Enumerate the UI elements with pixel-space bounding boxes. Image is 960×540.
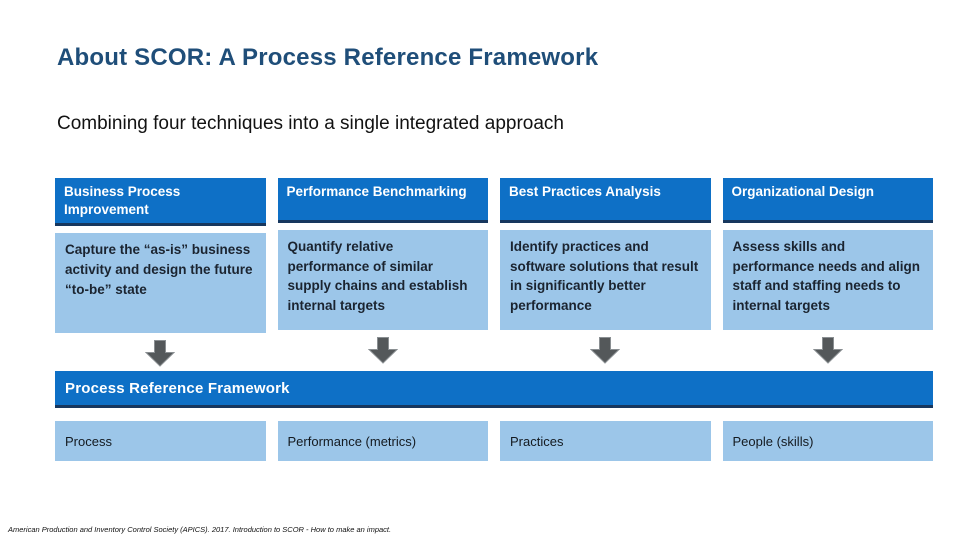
technique-columns: Business Process Improvement Capture the… [55, 178, 934, 368]
arrow-row [500, 337, 711, 364]
column-header: Organizational Design [722, 178, 933, 223]
arrow-row [723, 337, 934, 364]
slide-subtitle: Combining four techniques into a single … [57, 113, 564, 134]
result-process: Process [55, 421, 266, 461]
column-header: Best Practices Analysis [500, 178, 711, 223]
column-best-practices-analysis: Best Practices Analysis Identify practic… [500, 178, 711, 367]
process-reference-framework-banner: Process Reference Framework [55, 371, 933, 408]
down-arrow-icon [812, 337, 843, 364]
column-description: Quantify relative performance of similar… [277, 230, 488, 330]
down-arrow-icon [367, 337, 398, 364]
column-header: Business Process Improvement [55, 178, 266, 227]
result-performance-metrics: Performance (metrics) [277, 421, 488, 461]
column-business-process-improvement: Business Process Improvement Capture the… [55, 178, 266, 368]
result-people-skills: People (skills) [722, 421, 933, 461]
down-arrow-icon [590, 337, 621, 364]
arrow-row [55, 340, 266, 368]
down-arrow-icon [145, 340, 176, 368]
results-row: Process Performance (metrics) Practices … [55, 421, 933, 461]
citation-footer: American Production and Inventory Contro… [8, 525, 392, 534]
arrow-row [278, 337, 489, 364]
column-description: Capture the “as-is” business activity an… [55, 233, 266, 334]
column-description: Assess skills and performance needs and … [722, 230, 933, 330]
page-title: About SCOR: A Process Reference Framewor… [57, 44, 599, 71]
column-organizational-design: Organizational Design Assess skills and … [722, 178, 934, 367]
column-header: Performance Benchmarking [277, 178, 488, 223]
column-description: Identify practices and software solution… [500, 230, 711, 330]
result-practices: Practices [500, 421, 711, 461]
column-performance-benchmarking: Performance Benchmarking Quantify relati… [277, 178, 489, 367]
